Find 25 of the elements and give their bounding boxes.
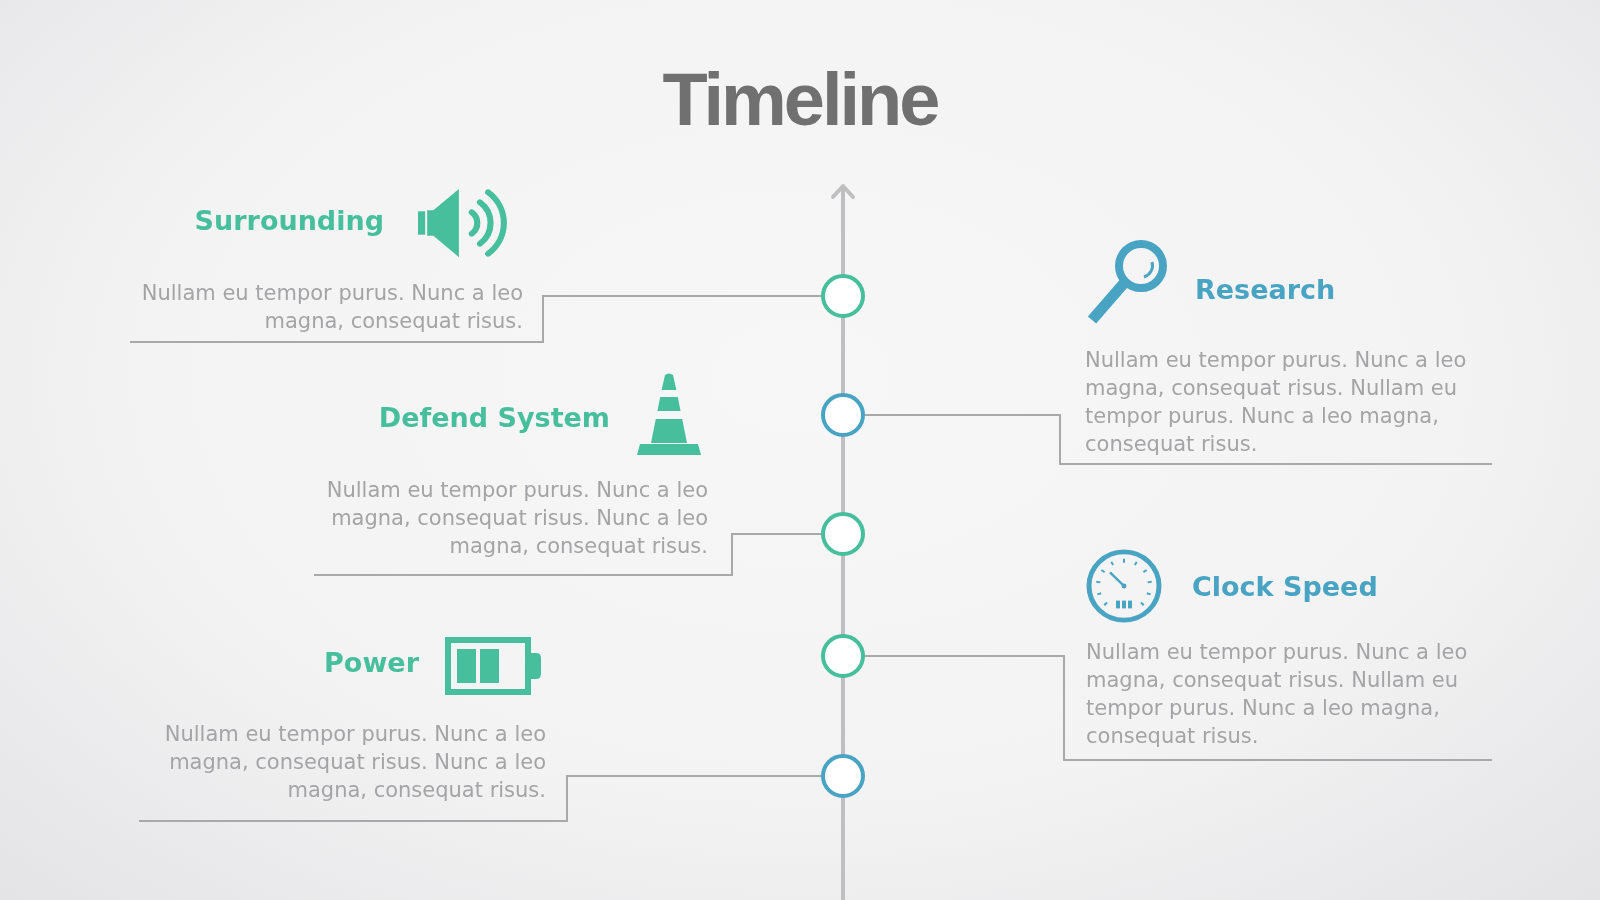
leader-line (864, 414, 1061, 465)
entry-description: Nullam eu tempor purus. Nunc a leo magna, consequat risus. Nunc a leo magna, consequat risus. (163, 721, 546, 804)
leader-line (542, 295, 822, 343)
leader-line (864, 655, 1065, 761)
entry-heading: Surrounding (194, 205, 384, 237)
timeline-entry (1059, 238, 1492, 465)
entry-description: Nullam eu tempor purus. Nunc a leo magna, consequat risus. Nullam eu tempor purus. Nunc a leo magna, consequat risus. (1085, 347, 1468, 458)
entry-heading: Research (1195, 274, 1336, 306)
timeline-marker (821, 512, 865, 556)
leader-line (566, 775, 822, 822)
timeline-marker (821, 393, 865, 437)
timeline-entry (1063, 547, 1492, 761)
entry-heading: Power (324, 647, 419, 679)
leader-line (731, 533, 822, 576)
entry-description: Nullam eu tempor purus. Nunc a leo magna, consequat risus. Nullam eu tempor purus. Nunc a leo magna, consequat risus. (1086, 639, 1469, 750)
timeline-marker (821, 754, 865, 798)
title: Timeline (662, 57, 938, 142)
timeline-entry (139, 635, 568, 822)
entry-heading: Defend System (378, 402, 610, 434)
timeline-marker (821, 634, 865, 678)
timeline-marker (821, 274, 865, 318)
timeline-entry (314, 372, 733, 576)
entry-heading: Clock Speed (1192, 571, 1378, 603)
entry-description: Nullam eu tempor purus. Nunc a leo magna, consequat risus. Nunc a leo magna, consequat risus. (325, 477, 708, 560)
entry-description: Nullam eu tempor purus. Nunc a leo magna, consequat risus. (140, 280, 523, 335)
